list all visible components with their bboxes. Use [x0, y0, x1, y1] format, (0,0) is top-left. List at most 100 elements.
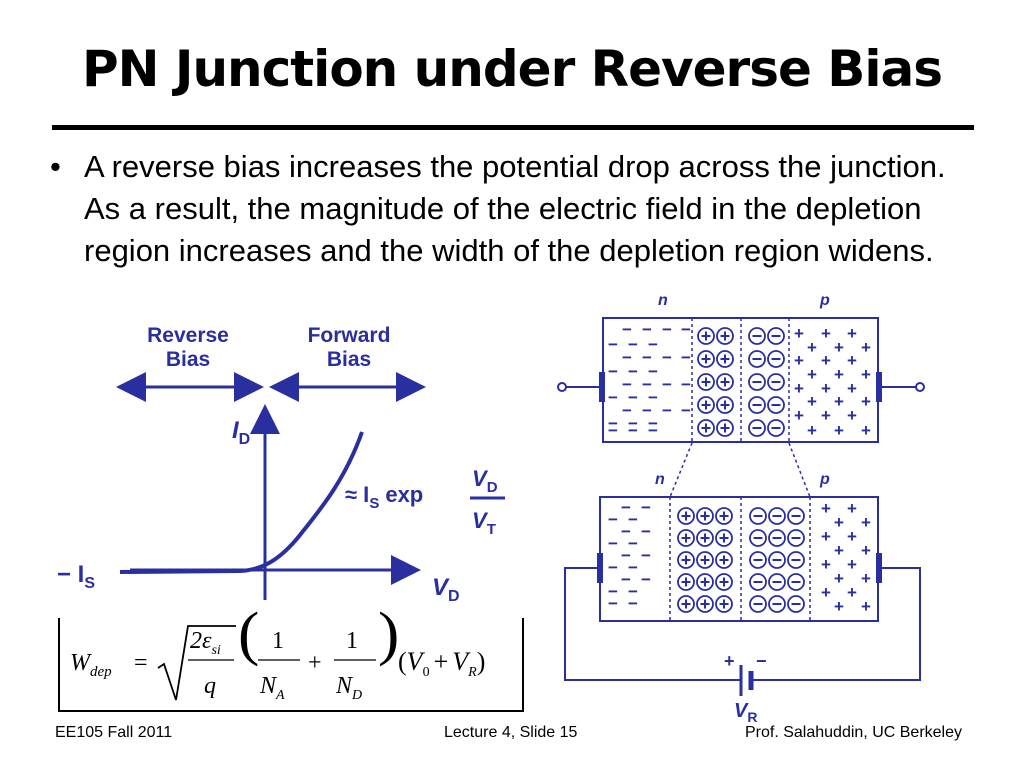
- electron: −: [621, 570, 631, 589]
- donor-ion: [677, 595, 695, 613]
- acceptor-ion: [767, 350, 785, 368]
- hole: +: [794, 351, 804, 370]
- electron: −: [662, 375, 672, 394]
- acceptor-ion: [767, 327, 785, 345]
- acceptor-ion: [748, 396, 766, 414]
- electron: −: [648, 421, 658, 440]
- electron: −: [642, 348, 652, 367]
- circuit-wire-right: [752, 567, 921, 681]
- acceptor-ion: [748, 350, 766, 368]
- bullet-dot: •: [50, 149, 61, 184]
- electron: −: [628, 534, 638, 553]
- top-left-terminal: [557, 382, 567, 392]
- electron: −: [662, 320, 672, 339]
- slide-title: PN Junction under Reverse Bias: [81, 40, 943, 98]
- frac-numerator: VD: [472, 466, 498, 496]
- donor-ion: [677, 551, 695, 569]
- acceptor-ion: [768, 595, 786, 613]
- hole: +: [821, 324, 831, 343]
- electron: −: [608, 582, 618, 601]
- reverse-bias-label-1: Reverse: [147, 324, 229, 347]
- equation-box: [58, 618, 524, 712]
- acceptor-ion: [767, 396, 785, 414]
- donor-ion: [697, 373, 715, 391]
- electron: −: [608, 335, 618, 354]
- hole: +: [821, 499, 831, 518]
- acceptor-ion: [749, 551, 767, 569]
- electron: −: [628, 335, 638, 354]
- electron: −: [608, 388, 618, 407]
- acceptor-ion: [768, 529, 786, 547]
- electron: −: [642, 401, 652, 420]
- hole: +: [821, 351, 831, 370]
- forward-bias-label-1: Forward: [308, 324, 391, 347]
- electron: −: [641, 522, 651, 541]
- donor-ion: [697, 419, 715, 437]
- electron: −: [641, 498, 651, 517]
- reverse-bias-label-2: Bias: [166, 348, 210, 371]
- bottom-n-label: n: [655, 471, 665, 488]
- electron: −: [628, 510, 638, 529]
- electron: −: [662, 348, 672, 367]
- donor-ion: [677, 529, 695, 547]
- top-depleted-ions-p: [748, 327, 785, 437]
- donor-ion: [716, 373, 734, 391]
- title-underline: [52, 125, 974, 130]
- hole: +: [861, 541, 871, 560]
- electron: −: [628, 414, 638, 433]
- acceptor-ion: [749, 595, 767, 613]
- acceptor-ion: [787, 573, 805, 591]
- acceptor-ion: [748, 419, 766, 437]
- hole: +: [821, 406, 831, 425]
- hole: +: [834, 338, 844, 357]
- donor-ion: [696, 507, 714, 525]
- hole: +: [847, 555, 857, 574]
- donor-ion: [677, 573, 695, 591]
- connector-left: [669, 442, 693, 498]
- donor-ion: [696, 573, 714, 591]
- donor-ion: [697, 396, 715, 414]
- battery-minus: −: [756, 651, 767, 671]
- donor-ion: [677, 507, 695, 525]
- acceptor-ion: [749, 573, 767, 591]
- bottom-right-contact: [876, 553, 882, 583]
- acceptor-ion: [767, 373, 785, 391]
- hole: +: [794, 324, 804, 343]
- hole: +: [834, 392, 844, 411]
- footer-left: EE105 Fall 2011: [55, 724, 173, 741]
- iv-curve: [119, 431, 364, 574]
- hole: +: [847, 324, 857, 343]
- donor-ion: [696, 529, 714, 547]
- donor-ion: [715, 595, 733, 613]
- hole: +: [821, 555, 831, 574]
- hole: +: [861, 338, 871, 357]
- electron: −: [642, 320, 652, 339]
- donor-ion: [715, 529, 733, 547]
- hole: +: [794, 379, 804, 398]
- hole: +: [861, 569, 871, 588]
- neg-is-label: − IS: [57, 561, 95, 592]
- donor-ion: [696, 595, 714, 613]
- acceptor-ion: [748, 327, 766, 345]
- donor-ion: [715, 551, 733, 569]
- bottom-carriers: −−−−−−−−−−−−−−−−−−++++++++++++++++: [608, 498, 871, 616]
- electron: −: [622, 320, 632, 339]
- hole: +: [861, 513, 871, 532]
- hole: +: [821, 583, 831, 602]
- top-left-contact: [599, 372, 605, 402]
- electron: −: [641, 570, 651, 589]
- electron: −: [641, 546, 651, 565]
- hole: +: [847, 499, 857, 518]
- hole: +: [807, 421, 817, 440]
- electron: −: [628, 421, 638, 440]
- hole: +: [861, 421, 871, 440]
- footer-right: Prof. Salahuddin, UC Berkeley: [745, 724, 962, 741]
- hole: +: [861, 392, 871, 411]
- electron: −: [628, 388, 638, 407]
- connector-right: [788, 442, 811, 498]
- bottom-depleted-ions-p: [749, 507, 805, 613]
- circuit-wire: [564, 567, 740, 681]
- bullet-point: • A reverse bias increases the potential…: [50, 146, 1000, 311]
- electron: −: [622, 401, 632, 420]
